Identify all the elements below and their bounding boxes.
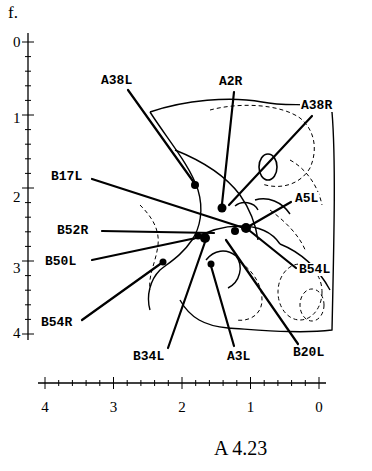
recording-sites: [160, 181, 252, 268]
axis-tick: [25, 217, 31, 218]
axis-tick-label: 3: [13, 261, 21, 276]
axis-tick: [99, 380, 100, 386]
axis-tick: [25, 319, 31, 320]
axis-tick: [25, 304, 31, 305]
callout-label: A3L: [226, 350, 251, 363]
axis-tick: [25, 71, 31, 72]
axis-tick: [72, 380, 73, 386]
axis-tick: [58, 380, 59, 386]
axis-tick: [209, 380, 210, 386]
axis-tick: [25, 290, 31, 291]
axis-tick: [154, 380, 155, 386]
callout-label: B54L: [298, 263, 331, 276]
axis-tick-label: 0: [315, 400, 323, 415]
axis-ticks: [22, 42, 319, 389]
axis-tick: [195, 380, 196, 386]
axis-tick: [319, 377, 320, 389]
axis-tick: [291, 380, 292, 386]
axis-tick: [236, 380, 237, 386]
brain-outline: [148, 99, 334, 331]
axis-tick: [22, 334, 34, 335]
axis-tick: [113, 377, 114, 389]
axis-tick-label: 4: [41, 400, 49, 415]
nucleus-outlines: [140, 105, 324, 321]
axis-tick: [277, 380, 278, 386]
leader-lines: [82, 90, 312, 348]
axis-tick: [25, 158, 31, 159]
axis-tick: [25, 173, 31, 174]
axis-tick-label: 1: [13, 111, 21, 126]
axis-tick: [168, 380, 169, 386]
axis-tick: [25, 202, 31, 203]
axis-tick: [25, 275, 31, 276]
axis-tick: [140, 380, 141, 386]
axis-tick: [127, 380, 128, 386]
axis-tick-label: 2: [178, 400, 186, 415]
axis-tick: [264, 380, 265, 386]
axis-tick-label: 0: [13, 35, 21, 50]
axis-tick-label: 1: [247, 400, 255, 415]
callout-label: B54R: [40, 316, 73, 329]
axis-tick: [305, 380, 306, 386]
axis-tick: [86, 380, 87, 386]
axis-tick: [25, 85, 31, 86]
axis-tick: [25, 246, 31, 247]
axis-tick: [182, 377, 183, 389]
callout-label: A5L: [294, 192, 319, 205]
axes: [28, 33, 326, 383]
callout-label: A38L: [100, 74, 133, 87]
plate-label: A 4.23: [214, 438, 267, 458]
axis-tick: [25, 144, 31, 145]
axis-tick: [22, 115, 34, 116]
callout-label: B52R: [56, 224, 89, 237]
axis-tick-label: 3: [110, 400, 118, 415]
callout-label: B17L: [50, 170, 83, 183]
axis-tick: [25, 56, 31, 57]
axis-tick: [25, 129, 31, 130]
callout-label: A2R: [218, 75, 243, 88]
callout-label: A38R: [300, 99, 333, 112]
axis-tick-label: 4: [13, 326, 21, 341]
axis-tick-label: 2: [13, 190, 21, 205]
callout-label: B20L: [292, 346, 325, 359]
figure-letter: f.: [8, 4, 18, 21]
axis-tick: [45, 377, 46, 389]
axis-tick: [22, 42, 34, 43]
callout-label: B34L: [132, 350, 165, 363]
axis-tick: [22, 188, 34, 189]
axis-tick: [250, 377, 251, 389]
axis-tick: [25, 231, 31, 232]
callout-label: B50L: [44, 255, 77, 268]
axis-tick: [223, 380, 224, 386]
axis-tick: [25, 100, 31, 101]
axis-tick: [22, 261, 34, 262]
